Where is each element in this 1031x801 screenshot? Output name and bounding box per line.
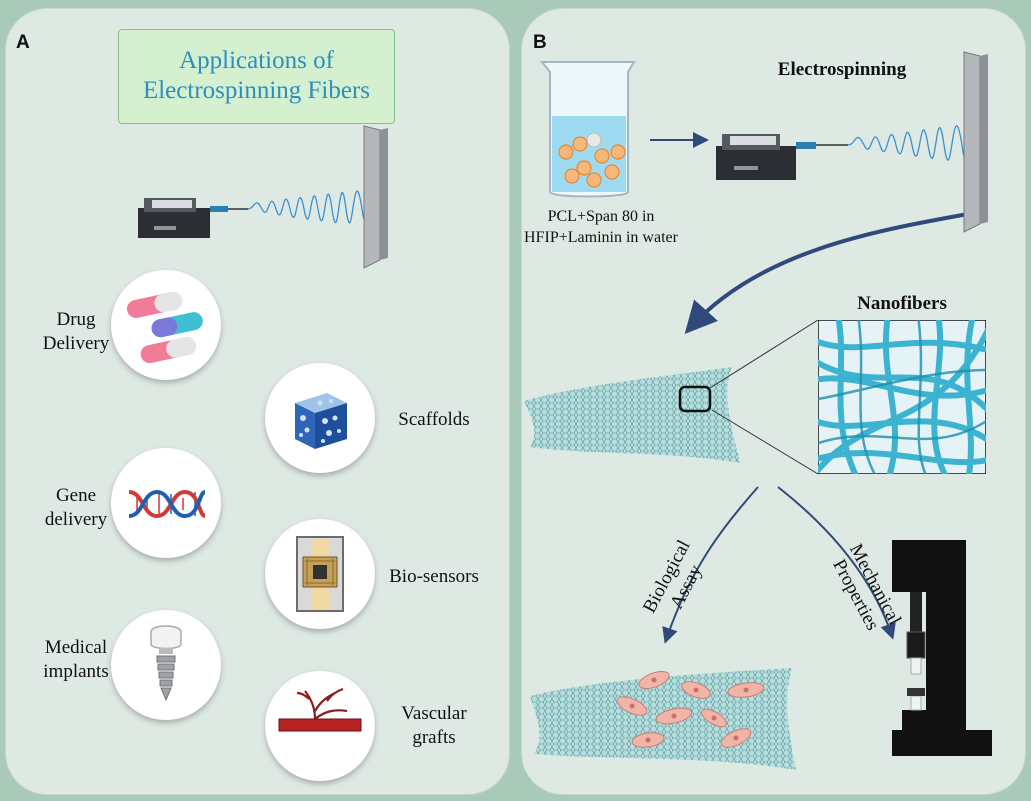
dna-icon (111, 448, 221, 558)
nanofiber-mesh-icon (524, 367, 740, 463)
cells-on-mesh-icon (530, 668, 796, 770)
label-drug-line2: Delivery (42, 333, 110, 354)
fiber-jet (247, 190, 381, 225)
syringe-pump-icon-b (716, 134, 848, 180)
capsule-icon (111, 270, 221, 380)
fiber-jet-b (847, 123, 981, 162)
label-implants-line2: implants (43, 661, 109, 682)
solution-caption: PCL+Span 80 in HFIP+Laminin in water (516, 206, 686, 248)
electrospinning-label: Electrospinning (777, 59, 907, 80)
label-scaffolds-line1: Scaffolds (398, 409, 470, 430)
syringe-pump-icon (138, 198, 248, 238)
collector-plate-icon-b (963, 51, 988, 233)
arrow-to-mechanical-properties (777, 486, 896, 640)
zoom-region-box (678, 385, 712, 413)
nanofiber-micrograph (818, 320, 986, 474)
biosensor-chip-icon (265, 519, 375, 629)
label-vascular-line1: Vascular (401, 703, 467, 724)
panel-a-title-box: Applications of Electrospinning Fibers (118, 29, 395, 124)
porous-scaffold-icon (265, 363, 375, 473)
panel-a-title-line2: Electrospinning Fibers (142, 77, 371, 104)
label-gene-line2: delivery (44, 509, 108, 530)
panel-b-letter: B (533, 32, 547, 53)
panel-a-letter: A (16, 32, 30, 53)
panel-a (5, 8, 510, 795)
label-vascular-grafts: Vascular grafts (384, 702, 484, 750)
electrospinning-setup-b (716, 51, 988, 233)
tensile-tester-icon (892, 540, 992, 756)
label-scaffolds: Scaffolds (384, 408, 484, 432)
nanofibers-label: Nanofibers (857, 293, 947, 314)
solution-caption-line1: PCL+Span 80 in (547, 208, 655, 225)
label-drug-delivery: Drug Delivery (26, 308, 126, 356)
label-vascular-line2: grafts (412, 727, 456, 748)
label-drug-line1: Drug (56, 309, 96, 330)
label-bio-sensors-line1: Bio-sensors (389, 566, 479, 587)
arrow-collector-to-mesh (684, 212, 969, 334)
beaker-icon (539, 61, 636, 198)
solution-caption-line2: HFIP+Laminin in water (524, 229, 678, 246)
label-gene-delivery: Gene delivery (26, 484, 126, 532)
electrospinning-setup-a (138, 125, 388, 269)
label-medical-implants: Medical implants (22, 636, 130, 684)
collector-plate-icon (363, 125, 388, 269)
label-implants-line1: Medical (44, 637, 108, 658)
label-bio-sensors: Bio-sensors (384, 565, 484, 589)
arrow-to-biological-assay (662, 486, 759, 644)
panel-a-title-line1: Applications of (179, 47, 334, 74)
vascular-graft-icon (265, 671, 375, 781)
dental-implant-icon (111, 610, 221, 720)
label-gene-line1: Gene (55, 485, 97, 506)
